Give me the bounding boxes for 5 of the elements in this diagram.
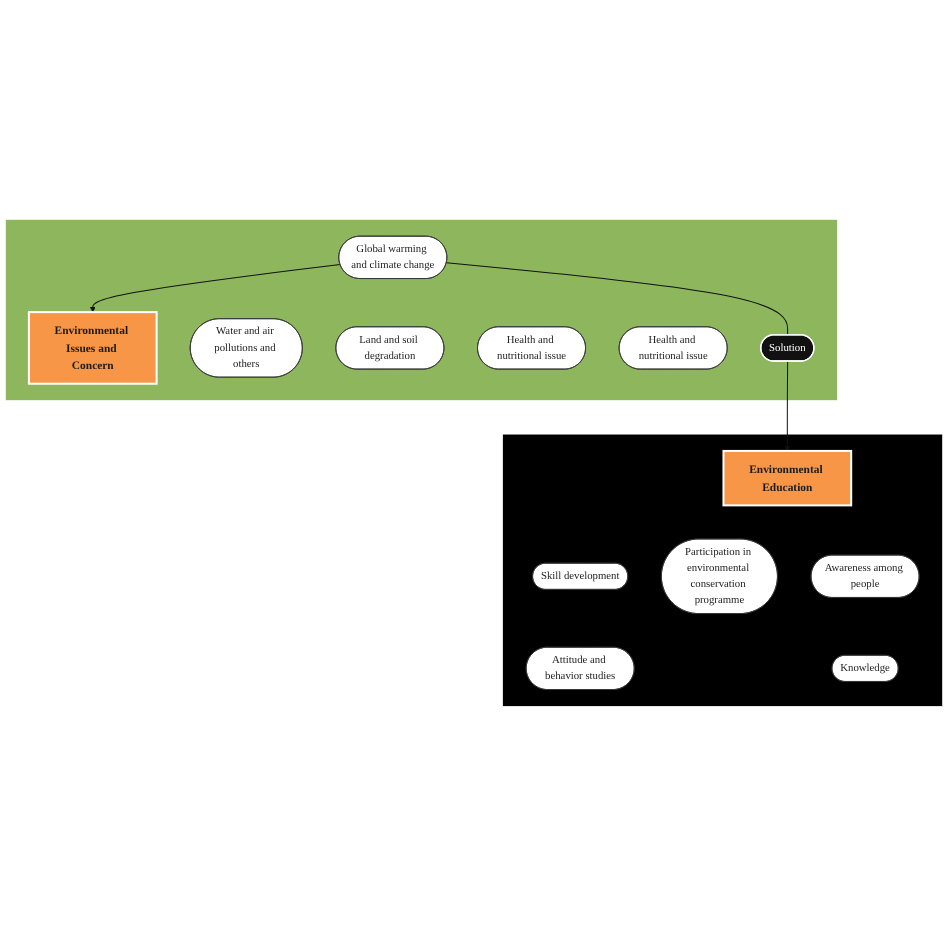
cluster bbox=[5, 219, 838, 401]
connector bbox=[446, 262, 789, 336]
arrow bbox=[89, 264, 341, 313]
arrow bbox=[784, 361, 791, 452]
cluster bbox=[502, 433, 943, 707]
